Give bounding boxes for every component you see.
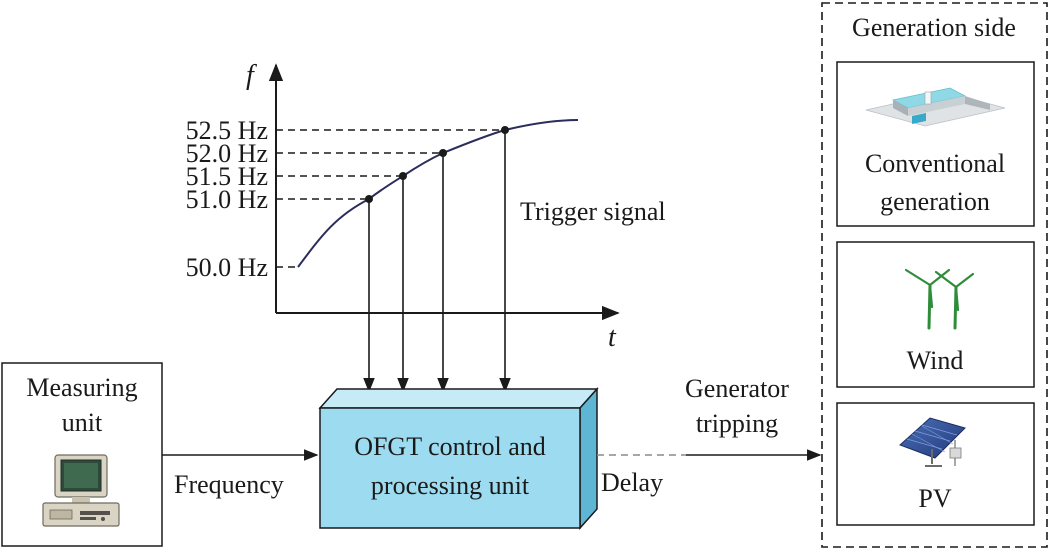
y-axis-label: f: [246, 60, 257, 91]
level-label-52-0: 52.0 Hz: [186, 139, 268, 168]
wind-box: [836, 241, 1035, 388]
power-plant-icon: [865, 87, 1006, 127]
level-label-52-5: 52.5 Hz: [186, 116, 268, 145]
pv-label: PV: [918, 484, 951, 513]
frequency-curve: [297, 119, 579, 268]
generation-side-title: Generation side: [852, 13, 1016, 42]
conventional-label-line1: Conventional: [865, 149, 1005, 178]
box-front-face: [319, 407, 581, 529]
conventional-label-line2: generation: [880, 187, 990, 216]
wind-label: Wind: [907, 346, 964, 375]
measuring-unit-box: Measuring unit: [1, 362, 163, 547]
solar-panel-icon: [899, 417, 966, 467]
trigger-signal-label: Trigger signal: [520, 197, 666, 226]
control-unit-line1: OFGT control and: [354, 432, 546, 461]
delay-label: Delay: [601, 468, 663, 497]
level-label-51-5: 51.5 Hz: [186, 162, 268, 191]
level-label-51-0: 51.0 Hz: [186, 185, 268, 214]
tripping-label-line1: Generator: [685, 374, 789, 403]
conventional-generation-box: [836, 61, 1035, 227]
tripping-label-line2: tripping: [696, 409, 778, 438]
level-label-50-0: 50.0 Hz: [186, 253, 268, 282]
frequency-label: Frequency: [174, 470, 284, 499]
ofgt-control-unit: OFGT control and processing unit: [318, 387, 599, 530]
box-top-face: [318, 388, 599, 409]
generation-side-panel: Generation side Conventional generation …: [821, 2, 1048, 548]
control-unit-line2: processing unit: [371, 471, 530, 500]
measuring-unit-line2: unit: [62, 408, 103, 437]
box-side-face: [579, 387, 598, 530]
x-axis-label: t: [608, 322, 617, 353]
measuring-unit-line1: Measuring: [26, 373, 137, 402]
frequency-graph: f t 52.5 Hz 52.0 Hz 51.5 Hz 51.0 Hz 50.0…: [186, 60, 666, 393]
computer-icon: [42, 454, 120, 527]
wind-turbine-icon: [904, 268, 975, 330]
